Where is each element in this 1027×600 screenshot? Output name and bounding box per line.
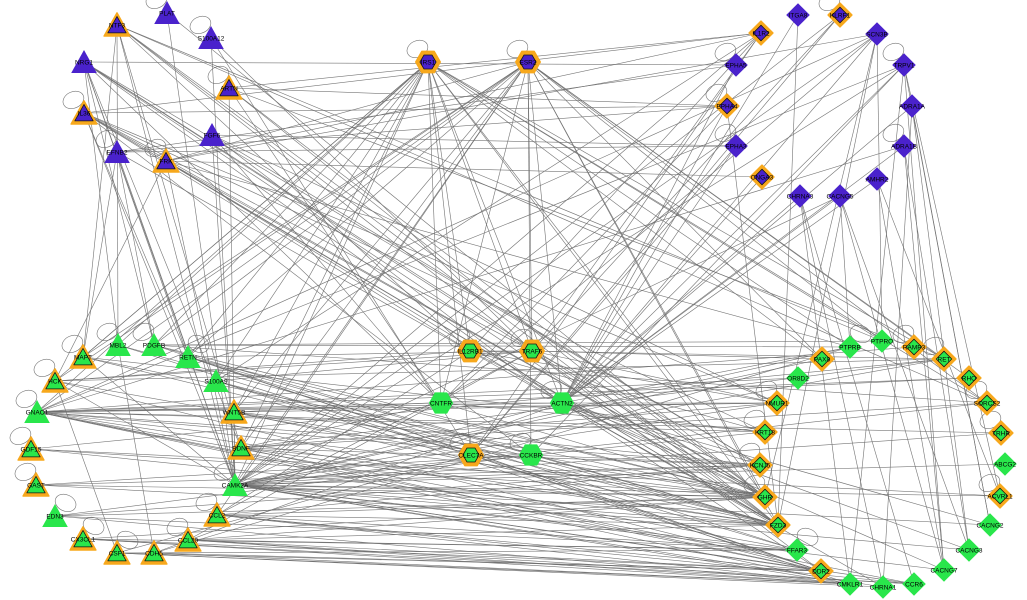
svg-text:RETN: RETN — [179, 354, 197, 361]
svg-text:S100A12: S100A12 — [198, 35, 225, 42]
svg-text:EPHA4: EPHA4 — [716, 103, 738, 110]
svg-text:CMKLR1: CMKLR1 — [837, 581, 864, 588]
svg-text:FRK: FRK — [160, 158, 174, 165]
svg-text:OR8D2: OR8D2 — [787, 375, 809, 382]
svg-text:RET: RET — [938, 356, 951, 363]
svg-text:KCNJ5: KCNJ5 — [750, 462, 771, 469]
svg-text:GDF15: GDF15 — [21, 446, 42, 453]
svg-text:S100A9: S100A9 — [204, 378, 228, 385]
svg-text:CX3CL1: CX3CL1 — [71, 536, 96, 543]
svg-text:WNT5B: WNT5B — [223, 409, 246, 416]
svg-text:CHRNA3: CHRNA3 — [787, 193, 814, 200]
svg-text:RHO: RHO — [962, 375, 976, 382]
svg-text:PAX8: PAX8 — [814, 356, 831, 363]
svg-text:CNGA3: CNGA3 — [751, 174, 774, 181]
svg-text:NRG1: NRG1 — [75, 59, 93, 66]
svg-text:ADRA1B: ADRA1B — [891, 143, 917, 150]
svg-text:GNAO1: GNAO1 — [26, 409, 49, 416]
svg-text:MAPT: MAPT — [74, 354, 92, 361]
svg-text:IL1R2: IL1R2 — [752, 30, 770, 37]
svg-text:NMUR1: NMUR1 — [765, 400, 788, 407]
svg-text:EFNB2: EFNB2 — [107, 149, 128, 156]
svg-text:FZD3: FZD3 — [770, 522, 787, 529]
svg-text:SCN3B: SCN3B — [866, 31, 888, 38]
svg-text:FGF6: FGF6 — [204, 132, 221, 139]
svg-text:PTPRO: PTPRO — [871, 338, 893, 345]
svg-text:RAMP3: RAMP3 — [903, 344, 926, 351]
svg-text:PDGFB: PDGFB — [143, 342, 165, 349]
svg-text:FFAR3: FFAR3 — [787, 547, 808, 554]
svg-text:EPHA5: EPHA5 — [725, 62, 747, 69]
svg-text:BDNF: BDNF — [232, 445, 250, 452]
svg-text:IL12RB1: IL12RB1 — [457, 348, 483, 355]
svg-text:ABCG2: ABCG2 — [994, 461, 1016, 468]
svg-text:EPHA3: EPHA3 — [725, 143, 747, 150]
svg-text:KLRF1: KLRF1 — [830, 12, 851, 19]
svg-text:SORCS2: SORCS2 — [974, 400, 1001, 407]
svg-text:PTPRB: PTPRB — [839, 344, 861, 351]
svg-text:ESR2: ESR2 — [520, 59, 537, 66]
svg-text:CNTFR: CNTFR — [430, 400, 452, 407]
svg-text:HCK: HCK — [48, 378, 62, 385]
svg-text:GHR: GHR — [758, 494, 773, 501]
svg-text:CCKBR: CCKBR — [520, 452, 543, 459]
svg-text:TRPV1: TRPV1 — [894, 62, 915, 69]
svg-text:EDN3: EDN3 — [46, 513, 64, 520]
svg-text:CCR6: CCR6 — [905, 581, 923, 588]
svg-text:TRAF6: TRAF6 — [522, 348, 543, 355]
svg-text:ADRA1A: ADRA1A — [899, 103, 926, 110]
svg-text:CACNG2: CACNG2 — [976, 522, 1003, 529]
svg-text:CACNG5: CACNG5 — [826, 193, 853, 200]
svg-text:CSF1: CSF1 — [109, 550, 126, 557]
svg-text:ACVRL1: ACVRL1 — [987, 493, 1013, 500]
svg-text:CCL2: CCL2 — [209, 512, 226, 519]
svg-text:TRHR: TRHR — [992, 430, 1010, 437]
svg-text:CHRNA1: CHRNA1 — [870, 584, 897, 591]
svg-text:ITGA8: ITGA8 — [789, 12, 808, 19]
svg-text:CAMK2A: CAMK2A — [222, 482, 249, 489]
svg-text:CDH5: CDH5 — [145, 550, 163, 557]
svg-text:IRS1: IRS1 — [421, 59, 436, 66]
svg-text:CACNG7: CACNG7 — [930, 567, 957, 574]
svg-text:NTF3: NTF3 — [109, 22, 126, 29]
svg-text:CCL20: CCL20 — [178, 537, 199, 544]
svg-text:KRT18: KRT18 — [755, 429, 775, 436]
svg-text:MBL2: MBL2 — [110, 342, 127, 349]
svg-text:IL36: IL36 — [78, 110, 91, 117]
svg-text:PLAT: PLAT — [159, 10, 175, 17]
svg-text:DDR2: DDR2 — [812, 568, 830, 575]
svg-text:AMHR2: AMHR2 — [866, 176, 889, 183]
svg-text:GAST: GAST — [27, 482, 45, 489]
svg-text:CLEC7A: CLEC7A — [458, 452, 484, 459]
svg-text:ACTN2: ACTN2 — [551, 400, 573, 407]
svg-text:ARTN: ARTN — [220, 85, 238, 92]
svg-text:CACNG3: CACNG3 — [955, 547, 982, 554]
